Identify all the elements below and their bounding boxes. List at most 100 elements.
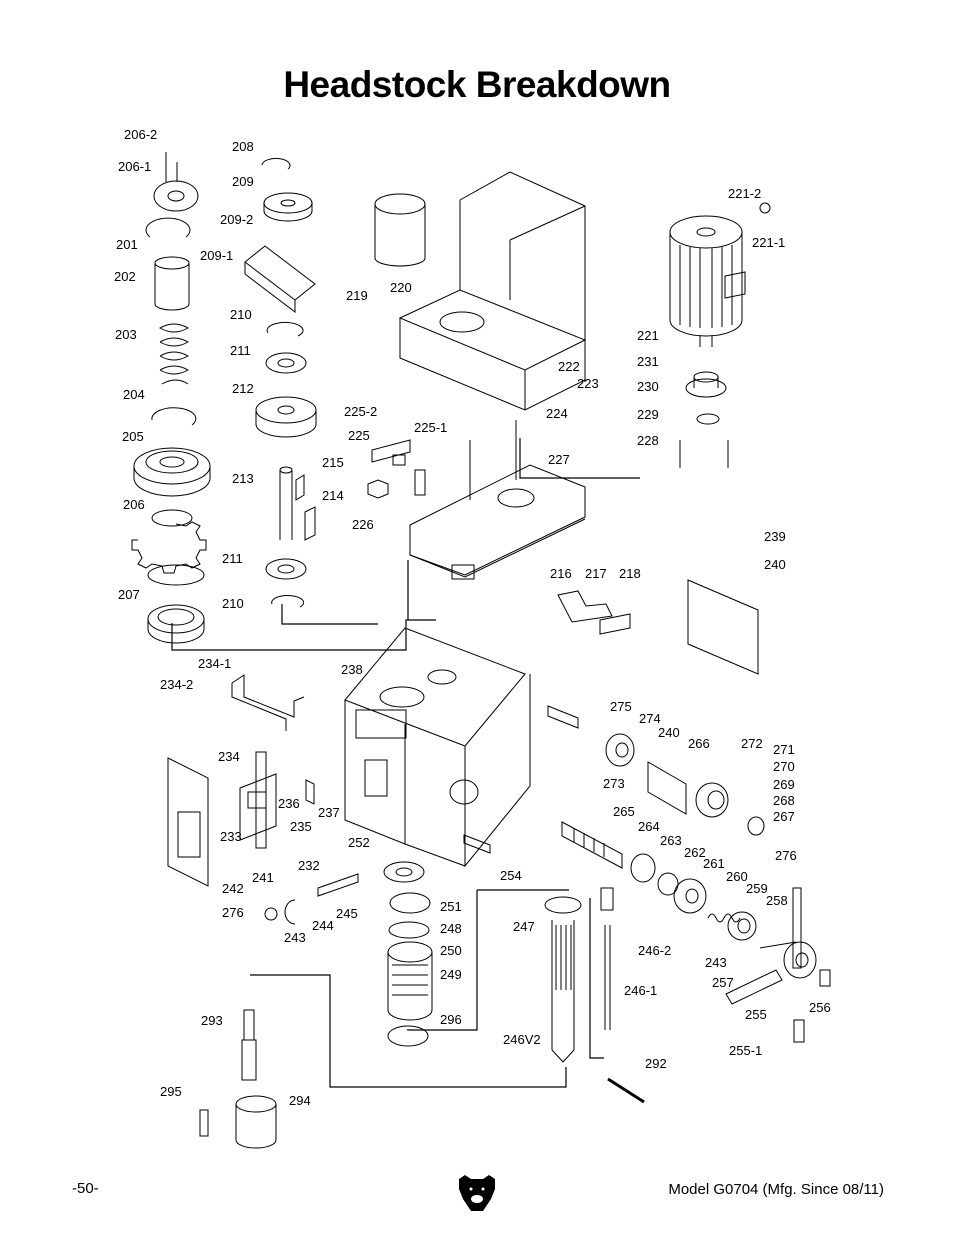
part-label: 209 [232,174,254,189]
part-254-pin [463,834,491,854]
part-238-headstock [344,627,531,868]
part-234-1-bracket [231,674,305,731]
part-246-1-rod [600,887,614,1030]
part-label: 276 [222,905,244,920]
part-label: 292 [645,1056,667,1071]
part-label: 214 [322,488,344,503]
part-label: 258 [766,893,788,908]
assembly-lines [171,438,640,1088]
part-225-bracket [371,439,411,466]
part-label: 250 [440,943,462,958]
part-255-handle [725,969,783,1005]
part-label: 206-2 [124,127,157,142]
part-226-block [367,479,389,499]
part-label: 275 [610,699,632,714]
part-label: 210 [230,307,252,322]
part-label: 206-1 [118,159,151,174]
part-260-spring [707,913,741,923]
part-239-plate [687,579,759,675]
part-256-knob [819,969,831,987]
part-251-bearing [383,861,425,883]
page-title: Headstock Breakdown [283,64,671,105]
part-208-ring [261,157,291,170]
part-257-hub [759,941,817,979]
part-label: 233 [220,829,242,844]
part-label: 229 [637,407,659,422]
part-label: 207 [118,587,140,602]
part-202-sleeve [154,256,190,311]
part-label: 271 [773,742,795,757]
part-label: 246V2 [503,1032,541,1047]
part-label: 265 [613,804,635,819]
part-label: 259 [746,881,768,896]
part-215-key [295,474,305,501]
part-label: 213 [232,471,254,486]
part-267-disc [747,816,765,836]
part-275-pin [547,705,579,729]
part-labels: 206-2206-1201202203204205206207208209209… [114,127,831,1108]
part-label: 225 [348,428,370,443]
part-294-chuck [235,1095,277,1149]
part-295-key [199,1109,209,1137]
part-label: 212 [232,381,254,396]
part-label: 209-1 [200,248,233,263]
part-label: 217 [585,566,607,581]
part-label: 240 [764,557,786,572]
part-label: 218 [619,566,641,581]
part-219-cover [374,193,426,267]
part-label: 252 [348,835,370,850]
part-label: 204 [123,387,145,402]
part-label: 209-2 [220,212,253,227]
part-211-bearing [265,352,307,374]
part-224-bolt [414,469,426,496]
part-label: 226 [352,517,374,532]
part-213-shaft [279,466,293,540]
part-220-head-casting [398,171,587,411]
part-label: 221-1 [752,235,785,250]
part-227-plate [409,420,586,580]
part-label: 234-2 [160,677,193,692]
part-221-motor [669,215,746,347]
part-242-cover [167,757,209,887]
part-label: 225-1 [414,420,447,435]
part-274-flange [605,733,635,767]
part-label: 244 [312,918,334,933]
part-label: 276 [775,848,797,863]
part-label: 221 [637,328,659,343]
part-241-knob [264,907,278,921]
part-label: 230 [637,379,659,394]
part-label: 235 [290,819,312,834]
part-258-collar [727,911,757,941]
part-label: 221-2 [728,186,761,201]
part-265-pinion [561,821,623,869]
part-258-rod [792,887,802,969]
part-210-ring [266,321,304,337]
part-204-ring [151,407,197,426]
part-label: 210 [222,596,244,611]
part-255-1-knob [793,1019,805,1043]
part-label: 270 [773,759,795,774]
part-label: 262 [684,845,706,860]
part-label: 236 [278,796,300,811]
part-label: 211 [222,551,243,566]
part-label: 211 [230,343,251,358]
part-label: 223 [577,376,599,391]
part-label: 267 [773,809,795,824]
part-label: 219 [346,288,368,303]
part-label: 264 [638,819,660,834]
part-label: 227 [548,452,570,467]
part-label: 269 [773,777,795,792]
part-205-bearing [133,447,211,497]
part-label: 208 [232,139,254,154]
part-label: 294 [289,1093,311,1108]
part-296-bearing [387,1025,429,1047]
part-label: 201 [116,237,138,252]
part-label: 274 [639,711,661,726]
part-label: 234-1 [198,656,231,671]
part-201-ring [145,217,191,238]
part-label: 296 [440,1012,462,1027]
part-216-bracket [557,590,631,635]
part-label: 240 [658,725,680,740]
part-label: 268 [773,793,795,808]
